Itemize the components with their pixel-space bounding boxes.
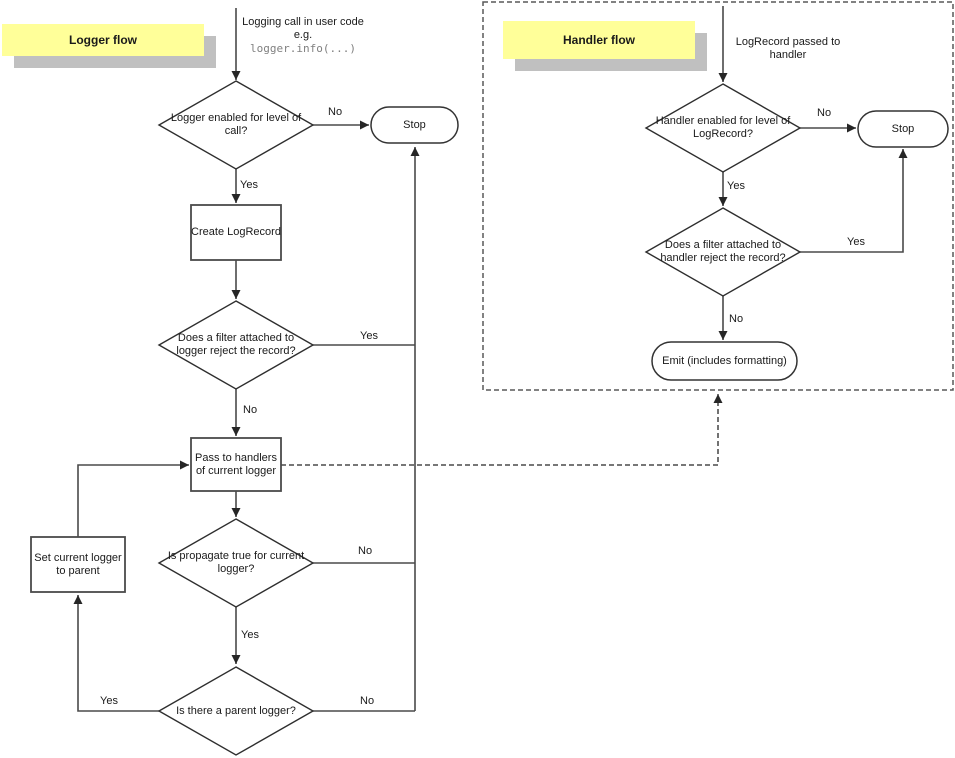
propagate-no-tag: No <box>358 545 373 557</box>
propagate-yes-tag: Yes <box>241 629 259 641</box>
logger-entry-line: Logging call in user code <box>242 16 364 28</box>
logger-filter-decision <box>157 300 315 390</box>
logger-filter-text: Does a filter attached to logger reject … <box>176 332 296 357</box>
handler-title-note <box>503 21 695 59</box>
logger-filter-yes-tag: Yes <box>360 330 378 342</box>
set-current-logger-box <box>30 536 126 593</box>
handler-filter-text: Does a filter attached to handler reject… <box>660 239 786 264</box>
logger-entry-text: Logging call in user code e.g. logger.in… <box>238 16 368 55</box>
create-logrecord-label: Create LogRecord <box>191 226 281 238</box>
emit-terminator <box>651 341 798 381</box>
setparent-to-pass-arrow <box>77 460 189 537</box>
parent-logger-label: Is there a parent logger? <box>176 704 296 717</box>
handler-enabled-label: Handler enabled for level of LogRecord? <box>655 115 791 140</box>
propagate-label: Is propagate true for current logger? <box>167 550 305 575</box>
handler-filter-yes-tag: Yes <box>847 236 865 248</box>
logger-enabled-label: Logger enabled for level of call? <box>170 112 302 137</box>
handler-stop-label: Stop <box>891 122 915 135</box>
handler-entry-text: LogRecord passed to handler <box>735 36 841 61</box>
parent-no-tag: No <box>360 695 375 707</box>
handler-enabled-no-tag: No <box>817 107 832 119</box>
set-current-logger-text: Set current logger to parent <box>34 551 122 577</box>
handler-filter-decision <box>644 207 802 297</box>
create-logrecord-box <box>190 204 282 261</box>
parent-yes-tag: Yes <box>100 695 118 707</box>
handler-filter-yes-arrow <box>800 149 908 253</box>
logger-stop-label: Stop <box>403 118 426 131</box>
logger-entry-eg: e.g. <box>293 29 313 41</box>
logger-stop-terminator <box>370 106 459 144</box>
logger-flow-title: Logger flow <box>69 32 137 47</box>
handler-flow-title: Handler flow <box>562 32 635 47</box>
pass-to-handler-dashed-arrow <box>281 394 723 466</box>
logger-filter-no-tag: No <box>243 404 258 416</box>
logger-filter-label: Does a filter attached to logger reject … <box>166 317 306 373</box>
emit-label: Emit (includes formatting) <box>662 354 787 367</box>
pass-to-handlers-box <box>190 437 282 492</box>
set-current-logger-label: Set current logger to parent <box>31 537 125 592</box>
handler-filter-no-tag: No <box>729 313 744 325</box>
logger-entry-code: logger.info(...) <box>250 42 356 55</box>
handler-stop-terminator <box>857 110 949 148</box>
propagate-decision <box>157 518 315 608</box>
logger-enabled-no-tag: No <box>328 106 343 118</box>
logger-enabled-yes-tag: Yes <box>240 179 258 191</box>
handler-enabled-decision <box>644 83 802 173</box>
handler-filter-label: Does a filter attached to handler reject… <box>653 224 793 280</box>
handler-enabled-yes-tag: Yes <box>727 180 745 192</box>
handler-flow-container <box>482 1 954 391</box>
parent-logger-decision <box>157 666 315 756</box>
logger-title-note <box>2 24 204 56</box>
logger-enabled-decision <box>157 80 315 170</box>
parent-yes-loop-arrow <box>73 595 159 712</box>
pass-to-handlers-label: Pass to handlers of current logger <box>195 451 277 477</box>
